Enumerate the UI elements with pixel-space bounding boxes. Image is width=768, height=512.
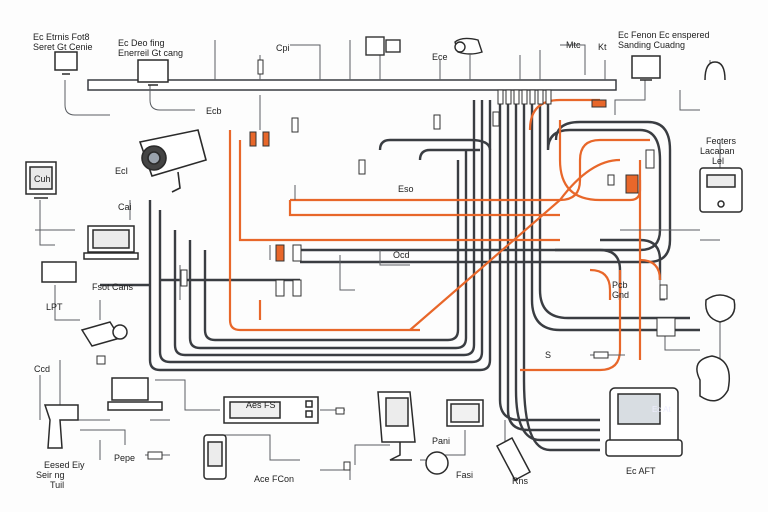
label-right-panel-1: Fecters [706,136,737,146]
cctv-camera-icon [138,129,207,193]
label-pepe: Pepe [114,453,136,463]
dark-cable-bundle [100,95,700,452]
label-cai: Cai [118,202,132,212]
label-top-right-2: Sanding Cuadng [618,40,686,50]
label-bottom-left-1: Eesed Eiy [44,460,85,470]
label-aes-fs: Aes FS [246,400,276,410]
label-cuh: Cuh [34,174,51,184]
label-top-mid-2: Enerreil Gt cang [118,48,184,58]
label-s: S [545,350,552,360]
label-pani: Pani [432,436,451,446]
top-bus-bar [87,79,617,91]
device-icons [25,51,743,482]
label-top-right-1: Ec Fenon Ec enspered [618,30,710,40]
label-ecb: Ecb [206,106,222,116]
label-top-left-2: Seret Gt Cenie [33,42,93,52]
label-ece: Ece [432,52,448,62]
dome-camera-icon [454,37,483,55]
label-front-cams: Fsot Cans [92,282,134,292]
label-pcb: Pcb [612,280,628,290]
label-top-mid-1: Ec Deo fing [118,38,165,48]
label-rns: Rns [512,476,529,486]
label-ec-aft: Ec AFT [626,466,656,476]
label-gnd: Gnd [612,290,630,300]
label-mtc: Mtc [566,40,581,50]
orange-cable-bundle [228,98,662,372]
label-ace-fcon: Ace FCon [254,474,295,484]
label-fasi: Fasi [456,470,474,480]
label-ccd: Ccd [34,364,51,374]
label-right-panel-3: Lel [712,156,725,166]
label-bottom-left-2: Seir ng [36,470,65,480]
label-ocd: Ocd [393,250,410,260]
label-top-left-1: Ec Etrnis Fot8 [33,32,90,42]
label-cpi: Cpi [276,43,290,53]
connectors [96,36,676,471]
label-bottom-left-3: Tuil [50,480,65,490]
label-ec-at: Ec At [652,405,671,414]
label-kt: Kt [598,42,607,52]
label-lpt: LPT [46,302,63,312]
label-right-panel-2: Lacaoan [700,146,735,156]
label-eso: Eso [398,184,414,194]
label-eci: EcI [115,166,129,176]
